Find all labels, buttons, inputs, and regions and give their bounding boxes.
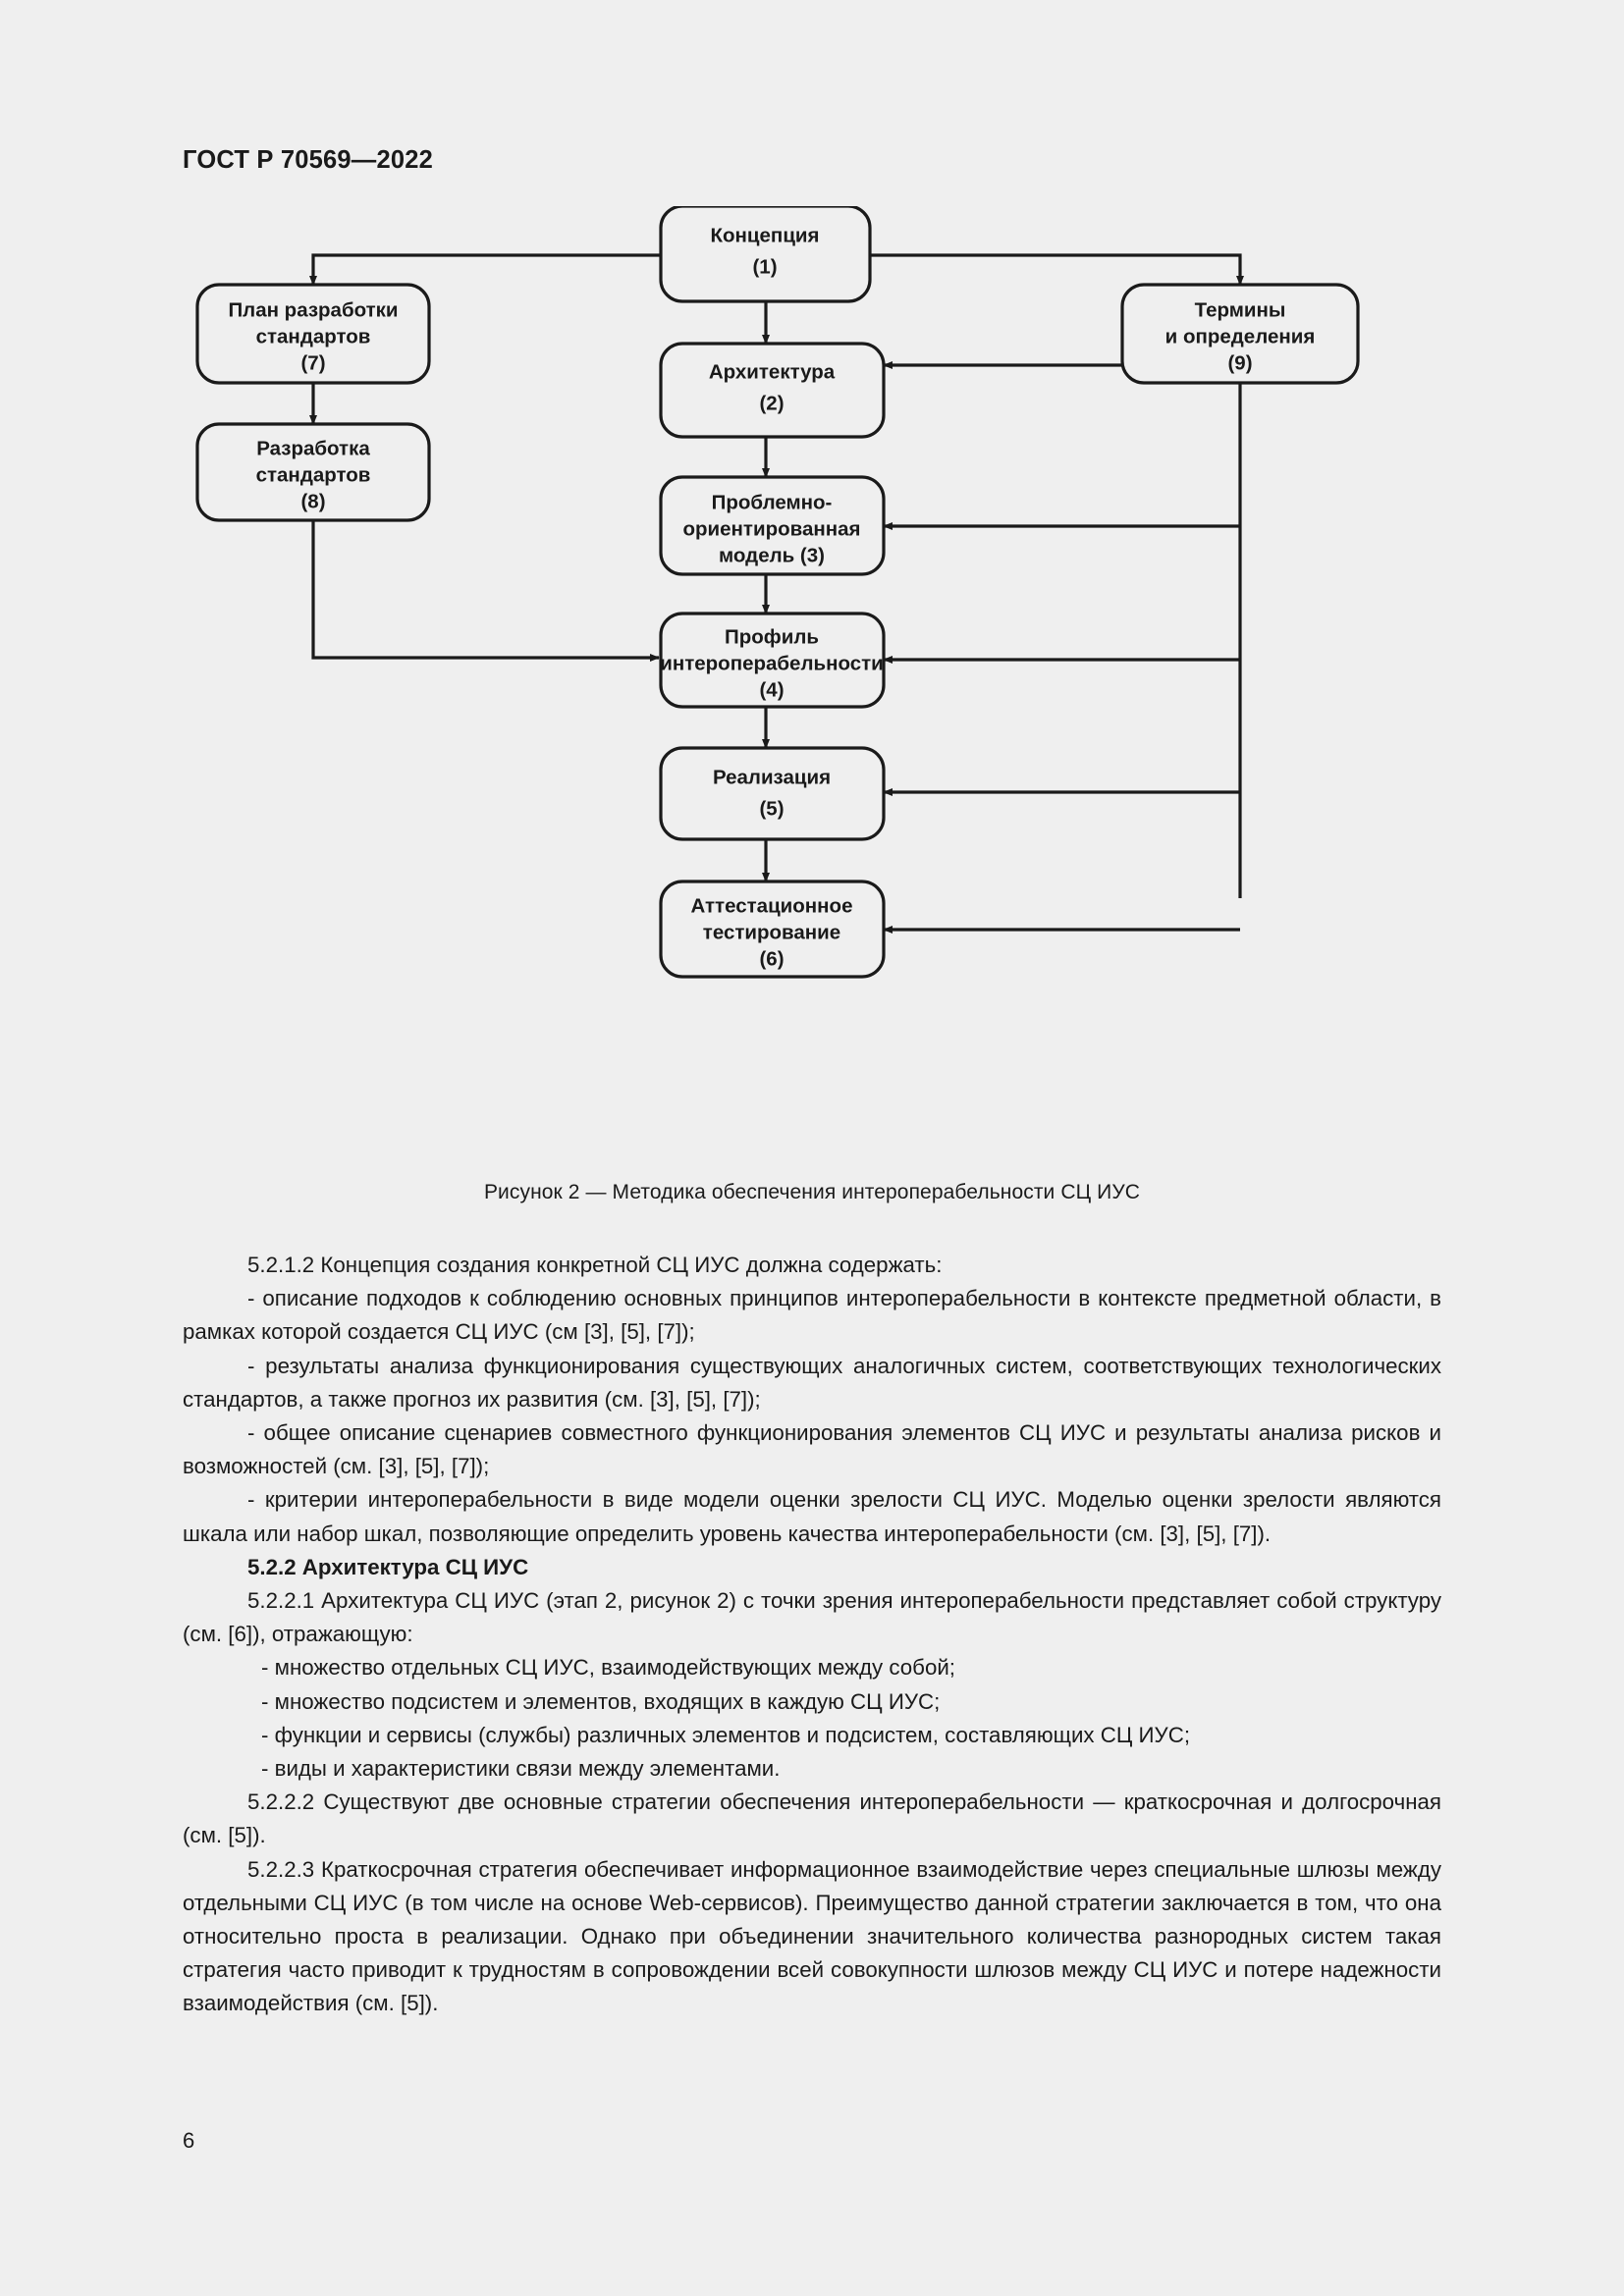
flow-node-model-line-0: Проблемно- xyxy=(712,491,833,513)
flow-node-profile: Профиль интероперабельности (4) xyxy=(659,612,886,709)
body-paragraph: - описание подходов к соблюдению основны… xyxy=(183,1286,1441,1345)
flow-node-concept: Концепция (1) xyxy=(659,206,872,303)
body-paragraph: - множество подсистем и элементов, входя… xyxy=(261,1688,941,1714)
body-paragraph: - результаты анализа функционирования су… xyxy=(183,1353,1441,1412)
body-paragraph: 5.2.2.3 Краткосрочная стратегия обеспечи… xyxy=(183,1856,1441,2016)
flow-node-plan: План разработки стандартов (7) xyxy=(195,283,431,385)
flowchart-svg: Концепция (1) Термины и определения (9) … xyxy=(195,206,1360,979)
flow-node-testing-line-2: (6) xyxy=(759,947,784,970)
flow-node-architecture-line-1: (2) xyxy=(759,392,784,414)
body-paragraph: - виды и характеристики связи между элем… xyxy=(261,1756,781,1782)
flow-node-model: Проблемно- ориентированная модель (3) xyxy=(659,475,886,576)
flow-node-architecture: Архитектура (2) xyxy=(659,342,886,439)
flow-node-plan-line-2: (7) xyxy=(300,351,325,374)
body-paragraph: 5.2.2 Архитектура СЦ ИУС xyxy=(247,1554,529,1579)
flow-node-terms: Термины и определения (9) xyxy=(1120,283,1360,385)
body-paragraph: - функции и сервисы (службы) различных э… xyxy=(261,1722,1191,1747)
flow-node-testing-line-0: Аттестационное xyxy=(690,894,852,917)
flow-node-development-line-0: Разработка xyxy=(256,437,370,459)
figure-2-flowchart: Концепция (1) Термины и определения (9) … xyxy=(183,206,1449,1188)
page-number: 6 xyxy=(183,2128,195,2153)
body-paragraph: 5.2.2.2 Существуют две основные стратеги… xyxy=(183,1789,1441,1848)
flow-node-terms-line-1: и определения xyxy=(1165,325,1316,347)
flow-node-development-line-2: (8) xyxy=(300,490,325,512)
body-paragraph: - множество отдельных СЦ ИУС, взаимодейс… xyxy=(261,1655,955,1681)
body-paragraph: - критерии интероперабельности в виде мо… xyxy=(183,1487,1441,1546)
figure-2-caption: Рисунок 2 — Методика обеспечения интероп… xyxy=(483,1181,1141,1203)
flow-node-profile-line-0: Профиль xyxy=(725,625,819,648)
flow-node-concept-line-1: (1) xyxy=(752,255,777,278)
running-header-standard-id: ГОСТ Р 70569—2022 xyxy=(183,146,434,174)
body-paragraph: 5.2.1.2 Концепция создания конкретной СЦ… xyxy=(247,1253,943,1277)
flow-node-testing: Аттестационное тестирование (6) xyxy=(659,880,886,979)
flow-node-profile-line-1: интероперабельности xyxy=(660,652,884,674)
flow-node-testing-line-1: тестирование xyxy=(703,921,840,943)
flow-node-terms-line-2: (9) xyxy=(1227,351,1252,374)
flow-node-realization-line-1: (5) xyxy=(759,797,784,820)
body-text-block: 5.2.1.2 Концепция создания конкретной СЦ… xyxy=(183,1249,1441,2021)
flow-node-plan-line-0: План разработки xyxy=(228,298,398,321)
flow-node-architecture-line-0: Архитектура xyxy=(709,360,836,383)
flow-node-model-line-2: модель (3) xyxy=(719,544,825,566)
flow-node-terms-line-0: Термины xyxy=(1195,298,1286,321)
flow-node-development-line-1: стандартов xyxy=(256,463,371,486)
flow-node-plan-line-1: стандартов xyxy=(256,325,371,347)
flow-node-development: Разработка стандартов (8) xyxy=(195,422,431,522)
flow-node-realization: Реализация (5) xyxy=(659,746,886,841)
body-paragraph: 5.2.2.1 Архитектура СЦ ИУС (этап 2, рису… xyxy=(183,1588,1441,1647)
flow-node-concept-line-0: Концепция xyxy=(711,224,820,246)
flow-node-realization-line-0: Реализация xyxy=(713,766,831,788)
body-paragraph: - общее описание сценариев совместного ф… xyxy=(183,1420,1441,1479)
flow-node-model-line-1: ориентированная xyxy=(683,517,861,540)
flow-node-profile-line-2: (4) xyxy=(759,678,784,701)
